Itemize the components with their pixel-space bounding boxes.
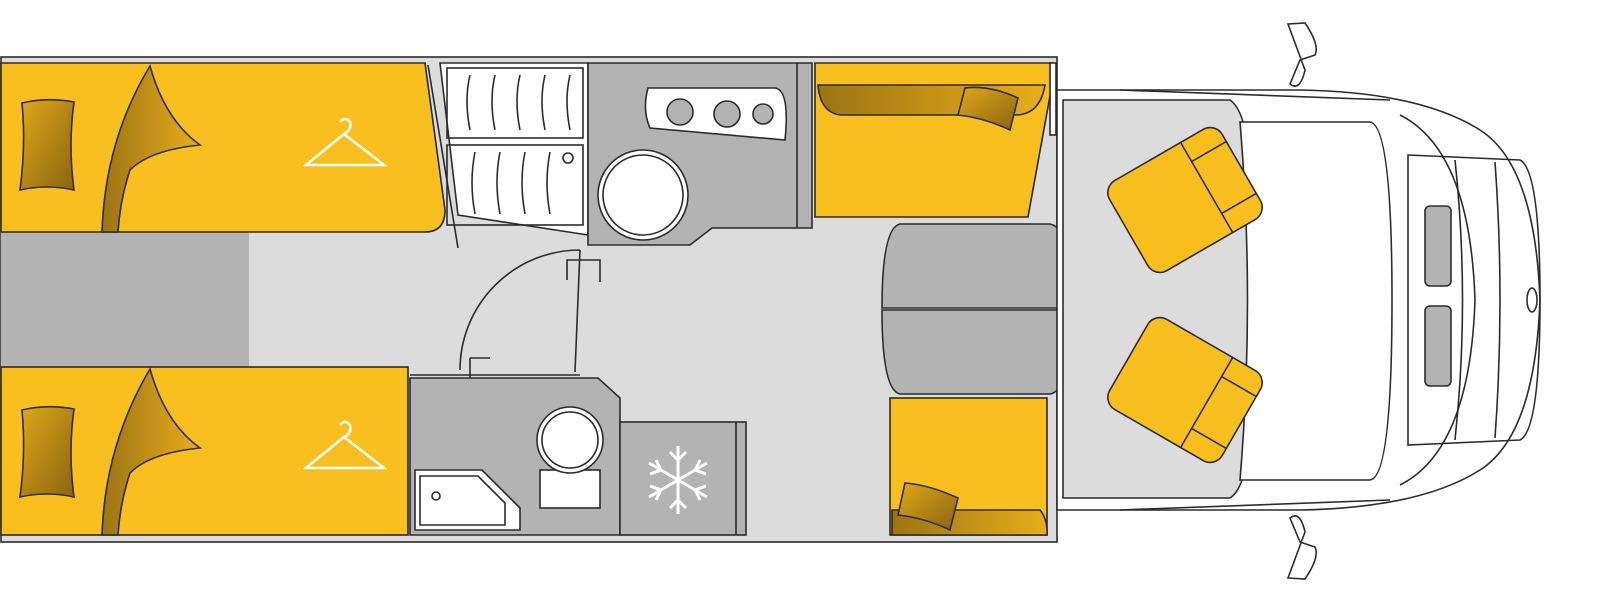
- shower-tray: [414, 469, 521, 531]
- driver-seat[interactable]: [1103, 122, 1268, 277]
- seat-icon: [1107, 316, 1263, 464]
- wardrobe[interactable]: [427, 62, 589, 249]
- sink-icon: [597, 149, 689, 241]
- fridge[interactable]: [619, 421, 747, 536]
- seat-icon: [1107, 126, 1263, 274]
- hanger-icon: [302, 117, 388, 167]
- pillow-icon: [19, 98, 75, 192]
- dashboard: [1239, 121, 1393, 481]
- blanket-icon: [101, 64, 203, 233]
- grille: [1424, 205, 1452, 287]
- blanket-icon: [101, 366, 203, 536]
- dinette-bench-top[interactable]: [814, 62, 1057, 218]
- snowflake-icon: [648, 446, 708, 514]
- mirror-right: [1286, 515, 1318, 580]
- kitchen[interactable]: [587, 62, 813, 246]
- rear-bed-top[interactable]: [0, 62, 446, 233]
- passenger-seat[interactable]: [1103, 312, 1268, 467]
- rear-bed-bottom[interactable]: [0, 366, 409, 536]
- hanger-icon: [302, 420, 388, 470]
- dining-table[interactable]: [881, 223, 1073, 395]
- dinette-bench-bottom[interactable]: [889, 397, 1048, 536]
- mirror-left: [1286, 22, 1318, 87]
- pillow-icon: [19, 405, 75, 499]
- bathroom[interactable]: [409, 377, 621, 536]
- grille: [1424, 305, 1452, 387]
- vehicle-cab: [1056, 22, 1541, 580]
- rear-garage-floor: [1, 232, 249, 367]
- pillow-icon: [956, 86, 1019, 132]
- pillow-icon: [897, 482, 959, 532]
- toilet-icon: [536, 406, 604, 509]
- stove-icon: [644, 87, 788, 141]
